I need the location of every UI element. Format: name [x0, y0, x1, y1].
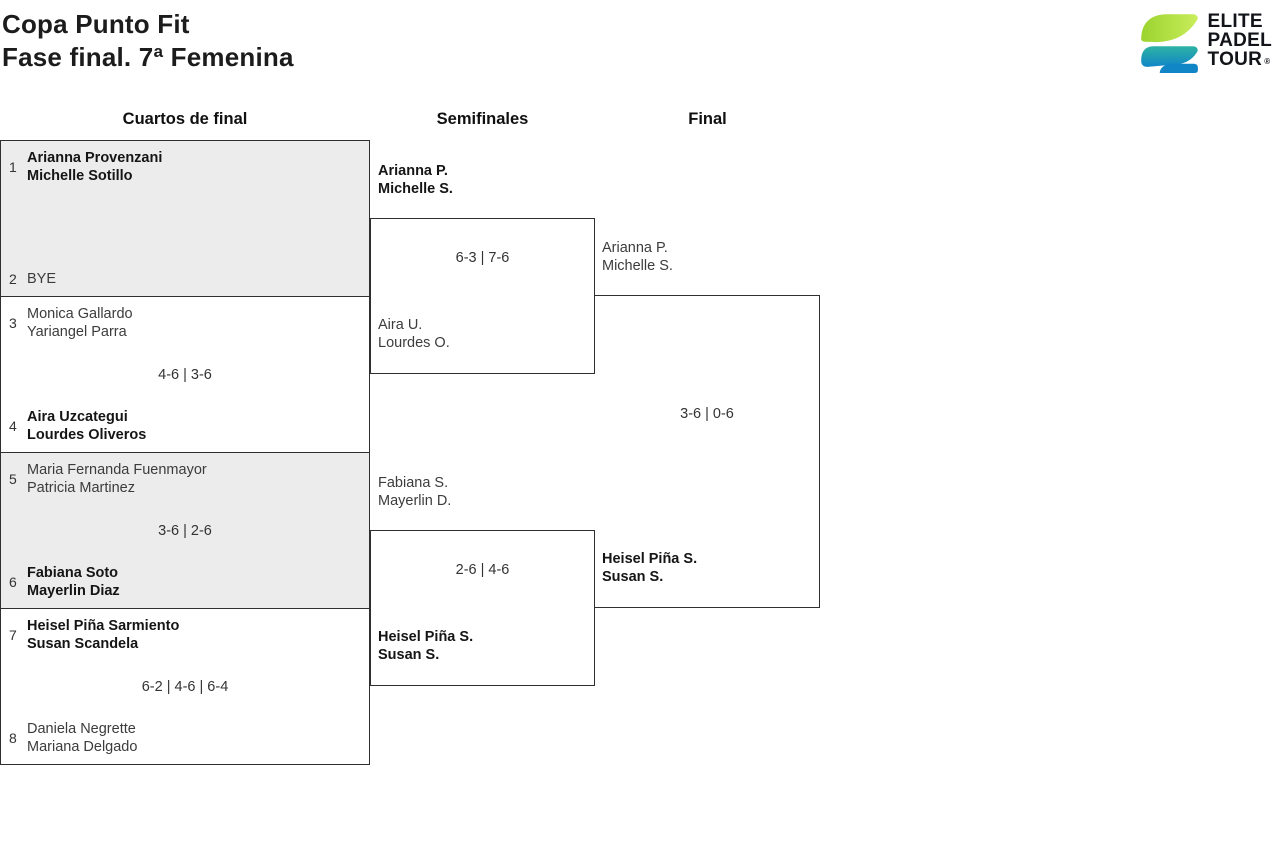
seed-number: 2 — [9, 271, 17, 287]
final-match: Arianna P. Michelle S. 3-6 | 0-6 Heisel … — [595, 240, 820, 608]
seed-number: 3 — [9, 315, 17, 331]
round-header-semifinals: Semifinales — [436, 110, 529, 128]
player-name: Aira U. — [378, 317, 423, 333]
semifinal-match-2: Fabiana S. Mayerlin D. 2-6 | 4-6 Heisel … — [370, 475, 595, 686]
title-line-1: Copa Punto Fit — [2, 9, 190, 39]
team-name: Daniela Negrette Mariana Delgado — [27, 720, 137, 756]
player-name: Mayerlin Diaz — [27, 583, 120, 599]
logo-text-tour: TOUR® — [1207, 49, 1271, 70]
team-name: Arianna P. Michelle S. — [602, 239, 673, 275]
player-name: Heisel Piña S. — [602, 551, 698, 567]
team-name: Heisel Piña Sarmiento Susan Scandela — [27, 617, 179, 653]
player-name: Patricia Martinez — [27, 480, 135, 496]
match-score: 3-6 | 2-6 — [158, 522, 212, 539]
player-name: Arianna P. — [602, 240, 668, 256]
player-name: Michelle S. — [378, 181, 453, 197]
player-name: Susan S. — [378, 647, 440, 663]
player-name: Maria Fernanda Fuenmayor — [27, 462, 207, 478]
round-header-quarterfinals: Cuartos de final — [122, 110, 248, 128]
team-name: Fabiana S. Mayerlin D. — [378, 474, 451, 510]
quarterfinal-match-3: 5 Maria Fernanda Fuenmayor Patricia Mart… — [0, 452, 370, 609]
round-header-final: Final — [688, 110, 727, 128]
match-score: 4-6 | 3-6 — [158, 366, 212, 383]
player-name: Fabiana S. — [378, 475, 449, 491]
quarterfinal-match-4: 7 Heisel Piña Sarmiento Susan Scandela 6… — [0, 608, 370, 765]
elite-padel-tour-logo: ELITE PADEL TOUR® — [1135, 7, 1272, 73]
seed-number: 7 — [9, 627, 17, 643]
logo-text: ELITE PADEL TOUR® — [1208, 7, 1272, 71]
seed-number: 6 — [9, 574, 17, 590]
seed-number: 4 — [9, 418, 17, 434]
seed-number: 1 — [9, 159, 17, 175]
player-name: Michelle S. — [602, 258, 673, 274]
team-row: 8 Daniela Negrette Mariana Delgado — [9, 720, 137, 756]
page-title: Copa Punto Fit Fase final. 7ª Femenina — [2, 8, 294, 74]
match-score: 2-6 | 4-6 — [455, 562, 510, 578]
semifinal-match-1: Arianna P. Michelle S. 6-3 | 7-6 Aira U.… — [370, 163, 595, 374]
player-name: Daniela Negrette — [27, 721, 136, 737]
logo-text-elite: ELITE — [1207, 11, 1263, 32]
player-name: Mayerlin D. — [378, 493, 452, 509]
padel-swoosh-icon — [1135, 7, 1201, 73]
player-name: Susan Scandela — [27, 636, 139, 652]
player-name: Mariana Delgado — [27, 739, 138, 755]
quarterfinal-match-2: 3 Monica Gallardo Yariangel Parra 4-6 | … — [0, 296, 370, 453]
team-row: 7 Heisel Piña Sarmiento Susan Scandela — [9, 617, 179, 653]
team-name: Heisel Piña S. Susan S. — [602, 550, 697, 586]
team-name: Arianna P. Michelle S. — [378, 162, 453, 198]
player-name: Heisel Piña Sarmiento — [27, 618, 180, 634]
seed-number: 8 — [9, 730, 17, 746]
player-name: Michelle Sotillo — [27, 168, 133, 184]
player-name: Lourdes Oliveros — [27, 427, 147, 443]
logo-text-padel: PADEL — [1207, 30, 1272, 51]
team-name: BYE — [27, 270, 56, 288]
team-row: 3 Monica Gallardo Yariangel Parra — [9, 305, 133, 341]
team-name: Monica Gallardo Yariangel Parra — [27, 305, 133, 341]
team-row: 5 Maria Fernanda Fuenmayor Patricia Mart… — [9, 461, 207, 497]
team-name: Aira Uzcategui Lourdes Oliveros — [27, 408, 146, 444]
team-name: Heisel Piña S. Susan S. — [378, 628, 473, 664]
team-name: Maria Fernanda Fuenmayor Patricia Martin… — [27, 461, 207, 497]
player-name: Yariangel Parra — [27, 324, 127, 340]
match-score: 6-3 | 7-6 — [455, 250, 510, 266]
match-score: 6-2 | 4-6 | 6-4 — [141, 678, 229, 695]
player-name: Lourdes O. — [378, 335, 450, 351]
quarterfinal-match-1: 1 Arianna Provenzani Michelle Sotillo 2 … — [0, 140, 370, 297]
team-row: 6 Fabiana Soto Mayerlin Diaz — [9, 564, 120, 600]
player-name: BYE — [27, 271, 57, 287]
team-name: Fabiana Soto Mayerlin Diaz — [27, 564, 120, 600]
team-name: Arianna Provenzani Michelle Sotillo — [27, 149, 162, 185]
match-score: 3-6 | 0-6 — [680, 406, 734, 422]
seed-number: 5 — [9, 471, 17, 487]
player-name: Monica Gallardo — [27, 306, 133, 322]
team-row: 1 Arianna Provenzani Michelle Sotillo — [9, 149, 162, 185]
team-row: 2 BYE — [9, 270, 56, 288]
player-name: Fabiana Soto — [27, 565, 119, 581]
player-name: Arianna Provenzani — [27, 150, 163, 166]
title-line-2: Fase final. 7ª Femenina — [2, 42, 294, 72]
player-name: Heisel Piña S. — [378, 629, 474, 645]
team-name: Aira U. Lourdes O. — [378, 316, 450, 352]
player-name: Arianna P. — [378, 163, 448, 179]
player-name: Susan S. — [602, 569, 664, 585]
player-name: Aira Uzcategui — [27, 409, 128, 425]
team-row: 4 Aira Uzcategui Lourdes Oliveros — [9, 408, 146, 444]
registered-mark: ® — [1264, 57, 1271, 66]
